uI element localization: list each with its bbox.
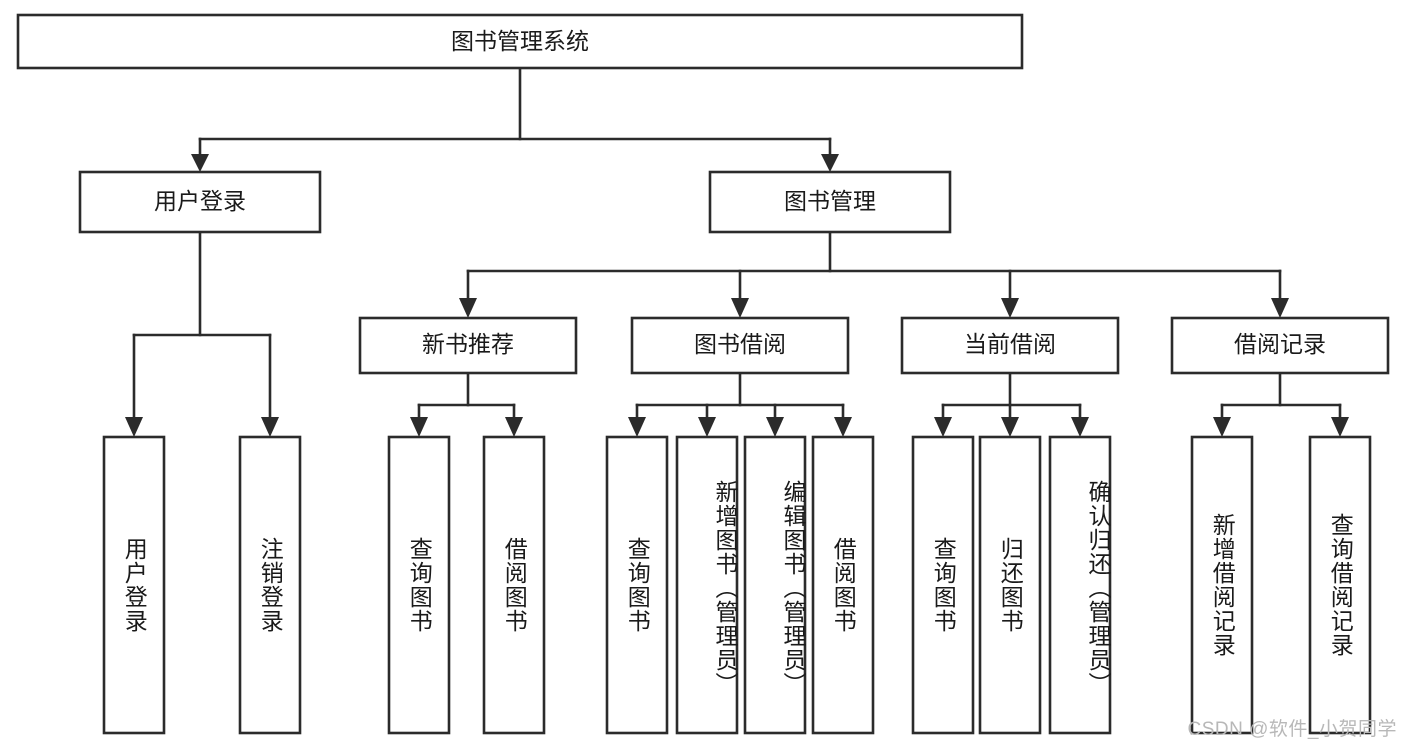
node-borrow-record-box[interactable]: [1170, 316, 1390, 375]
node-new-book-recommend-box[interactable]: [358, 316, 578, 375]
node-leaf-edit-book-box[interactable]: [743, 435, 807, 735]
node-leaf-query-book-3-box[interactable]: [911, 435, 975, 735]
arrow-book-mgmt-c4-icon: [1271, 298, 1289, 318]
node-user-login-box[interactable]: [78, 170, 322, 234]
node-leaf-return-book-box[interactable]: [978, 435, 1042, 735]
node-leaf-query-record-box[interactable]: [1308, 435, 1372, 735]
node-book-mgmt-label: 图书管理: [784, 188, 876, 214]
node-current-borrow-box[interactable]: [900, 316, 1120, 375]
arrow-borrow-c2-icon: [698, 417, 716, 437]
node-current-borrow-label: 当前借阅: [964, 331, 1056, 357]
node-leaf-query-book-2-box[interactable]: [605, 435, 669, 735]
node-book-mgmt-box[interactable]: [708, 170, 952, 234]
node-layer: 图书管理系统 用户登录 图书管理 新书推荐 图书借阅 当前借阅 借阅记录: [16, 13, 1390, 735]
node-root-label: 图书管理系统: [451, 28, 589, 54]
arrow-user-login-c2-icon: [261, 417, 279, 437]
arrow-record-c1-icon: [1213, 417, 1231, 437]
arrow-recommend-c1-icon: [410, 417, 428, 437]
arrow-record-c2-icon: [1331, 417, 1349, 437]
arrow-user-login-c1-icon: [125, 417, 143, 437]
arrow-root-to-user-login-icon: [191, 154, 209, 172]
node-leaf-logout-box[interactable]: [238, 435, 302, 735]
arrow-root-to-book-mgmt-icon: [821, 154, 839, 172]
node-root-box[interactable]: [16, 13, 1024, 70]
node-leaf-borrow-book-2-box[interactable]: [811, 435, 875, 735]
node-borrow-record-label: 借阅记录: [1234, 331, 1326, 357]
arrow-recommend-c2-icon: [505, 417, 523, 437]
node-user-login-label: 用户登录: [154, 188, 246, 214]
node-leaf-user-login-box[interactable]: [102, 435, 166, 735]
arrow-borrow-c4-icon: [834, 417, 852, 437]
node-leaf-query-book-1-box[interactable]: [387, 435, 451, 735]
arrow-current-c3-icon: [1071, 417, 1089, 437]
node-leaf-borrow-book-1-box[interactable]: [482, 435, 546, 735]
arrow-current-c2-icon: [1001, 417, 1019, 437]
arrow-book-mgmt-c3-icon: [1001, 298, 1019, 318]
csdn-watermark: CSDN @软件_小贺同学: [1187, 719, 1397, 740]
arrow-book-mgmt-c1-icon: [459, 298, 477, 318]
arrow-current-c1-icon: [934, 417, 952, 437]
node-book-borrow-box[interactable]: [630, 316, 850, 375]
arrow-book-mgmt-c2-icon: [731, 298, 749, 318]
node-leaf-confirm-return-box[interactable]: [1048, 435, 1112, 735]
connector-layer: [125, 66, 1349, 437]
arrow-borrow-c3-icon: [766, 417, 784, 437]
node-leaf-add-record-box[interactable]: [1190, 435, 1254, 735]
node-book-borrow-label: 图书借阅: [694, 331, 786, 357]
node-leaf-add-book-box[interactable]: [675, 435, 739, 735]
arrow-borrow-c1-icon: [628, 417, 646, 437]
node-new-book-recommend-label: 新书推荐: [422, 331, 514, 357]
